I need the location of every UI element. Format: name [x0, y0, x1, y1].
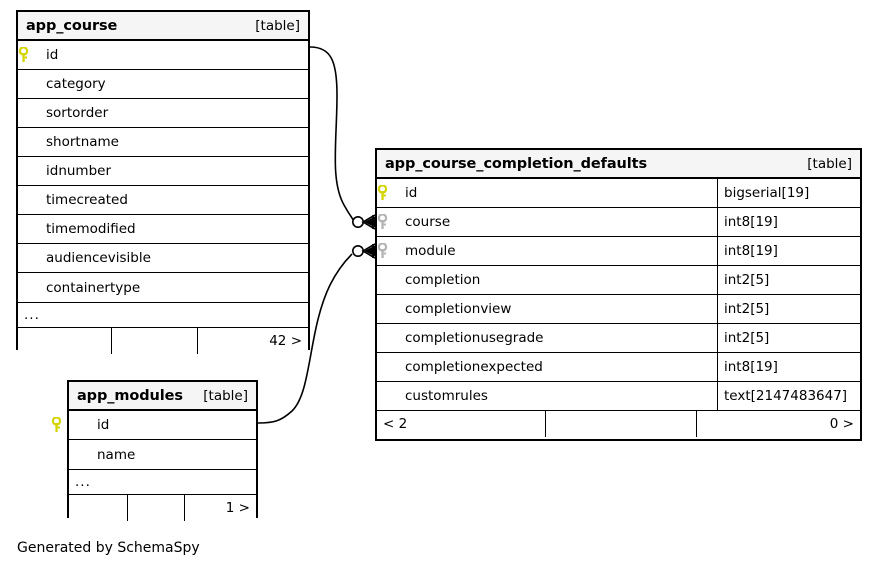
cardinality-zero-marker — [351, 245, 364, 258]
column-name: audiencevisible — [46, 250, 151, 266]
no-key-spacer — [18, 70, 38, 98]
table-row[interactable]: category — [18, 70, 308, 99]
footer-middle — [545, 411, 696, 437]
column-type: int2[5] — [717, 266, 860, 294]
table-app-course-completion-defaults[interactable]: app_course_completion_defaults [table] i… — [375, 148, 862, 441]
no-key-spacer — [18, 244, 38, 272]
table-footer: 1 > — [69, 495, 256, 521]
column-type: int8[19] — [717, 208, 860, 236]
column-name: module — [405, 243, 456, 259]
table-title: app_modules — [77, 387, 183, 404]
crowfoot-marker — [361, 243, 376, 259]
table-title: app_course_completion_defaults — [385, 155, 647, 172]
no-key-spacer — [377, 382, 397, 410]
table-header: app_course [table] — [18, 12, 308, 41]
table-row[interactable]: completionusegrade int2[5] — [377, 324, 860, 353]
column-name: completionview — [405, 301, 512, 317]
table-app-modules[interactable]: app_modules [table] id name ... 1 > — [51, 380, 258, 521]
generated-by-caption: Generated by SchemaSpy — [17, 540, 200, 556]
column-type: int2[5] — [717, 295, 860, 323]
no-key-spacer — [377, 353, 397, 381]
primary-key-icon — [377, 179, 397, 207]
table-type-tag: [table] — [203, 387, 248, 404]
table-row[interactable]: sortorder — [18, 99, 308, 128]
table-row[interactable]: audiencevisible — [18, 244, 308, 273]
column-name: idnumber — [46, 163, 112, 179]
footer-middle — [111, 328, 197, 354]
no-key-spacer — [377, 295, 397, 323]
column-name: completionusegrade — [405, 330, 544, 346]
no-key-spacer — [18, 99, 38, 127]
footer-right-child-count[interactable]: 1 > — [184, 495, 256, 521]
column-name: id — [97, 417, 110, 433]
table-row[interactable]: completionview int2[5] — [377, 295, 860, 324]
column-name: id — [46, 47, 59, 63]
table-app-course[interactable]: app_course [table] id category sortorder… — [16, 10, 310, 354]
column-type: int2[5] — [717, 324, 860, 352]
primary-key-icon — [51, 411, 71, 439]
footer-left — [69, 495, 127, 521]
column-type: int8[19] — [717, 237, 860, 265]
foreign-key-icon — [377, 237, 397, 265]
no-key-spacer — [18, 215, 38, 243]
table-row[interactable]: completion int2[5] — [377, 266, 860, 295]
crowfoot-marker — [361, 214, 376, 230]
no-key-spacer — [18, 186, 38, 214]
no-key-spacer — [18, 157, 38, 185]
table-title: app_course — [26, 17, 118, 34]
no-key-spacer — [51, 440, 71, 469]
footer-right-child-count[interactable]: 0 > — [696, 411, 860, 437]
table-type-tag: [table] — [255, 17, 300, 34]
table-row[interactable]: completionexpected int8[19] — [377, 353, 860, 382]
no-key-spacer — [377, 324, 397, 352]
column-name: course — [405, 214, 451, 230]
column-type: int8[19] — [717, 353, 860, 381]
table-row[interactable]: customrules text[2147483647] — [377, 382, 860, 411]
column-name: category — [46, 76, 106, 92]
table-row[interactable]: id — [51, 411, 256, 440]
column-name: id — [405, 185, 418, 201]
footer-middle — [127, 495, 184, 521]
column-name: timemodified — [46, 221, 136, 237]
table-type-tag: [table] — [807, 155, 852, 172]
no-key-spacer — [377, 266, 397, 294]
table-header: app_modules [table] — [69, 382, 256, 411]
foreign-key-icon — [377, 208, 397, 236]
table-row[interactable]: containertype — [18, 273, 308, 302]
cardinality-zero-marker — [351, 216, 364, 229]
footer-left-parent-count[interactable]: < 2 — [383, 416, 408, 432]
column-name: customrules — [405, 388, 488, 404]
more-columns-ellipsis: ... — [18, 302, 308, 328]
table-row[interactable]: idnumber — [18, 157, 308, 186]
table-row[interactable]: timecreated — [18, 186, 308, 215]
table-row[interactable]: name — [69, 440, 256, 469]
footer-left — [18, 328, 111, 354]
table-footer: 42 > — [18, 328, 308, 354]
column-name: name — [97, 446, 136, 463]
primary-key-icon — [18, 41, 38, 69]
table-row[interactable]: module int8[19] — [377, 237, 860, 266]
column-name: shortname — [46, 134, 119, 150]
table-row[interactable]: shortname — [18, 128, 308, 157]
column-name: timecreated — [46, 192, 128, 208]
column-type: text[2147483647] — [717, 382, 860, 410]
column-name: completion — [405, 272, 481, 288]
relationship-course-fk — [309, 46, 376, 230]
table-row[interactable]: timemodified — [18, 215, 308, 244]
column-name: containertype — [46, 279, 141, 296]
table-row[interactable]: id — [18, 41, 308, 70]
no-key-spacer — [18, 128, 38, 156]
table-row[interactable]: id bigserial[19] — [377, 179, 860, 208]
column-name: sortorder — [46, 105, 109, 121]
no-key-spacer — [18, 273, 38, 302]
more-columns-ellipsis: ... — [69, 469, 256, 495]
column-name: completionexpected — [405, 359, 543, 375]
table-footer: < 2 0 > — [377, 411, 860, 437]
column-type: bigserial[19] — [717, 179, 860, 207]
table-row[interactable]: course int8[19] — [377, 208, 860, 237]
table-header: app_course_completion_defaults [table] — [377, 150, 860, 179]
footer-right-child-count[interactable]: 42 > — [197, 328, 308, 354]
